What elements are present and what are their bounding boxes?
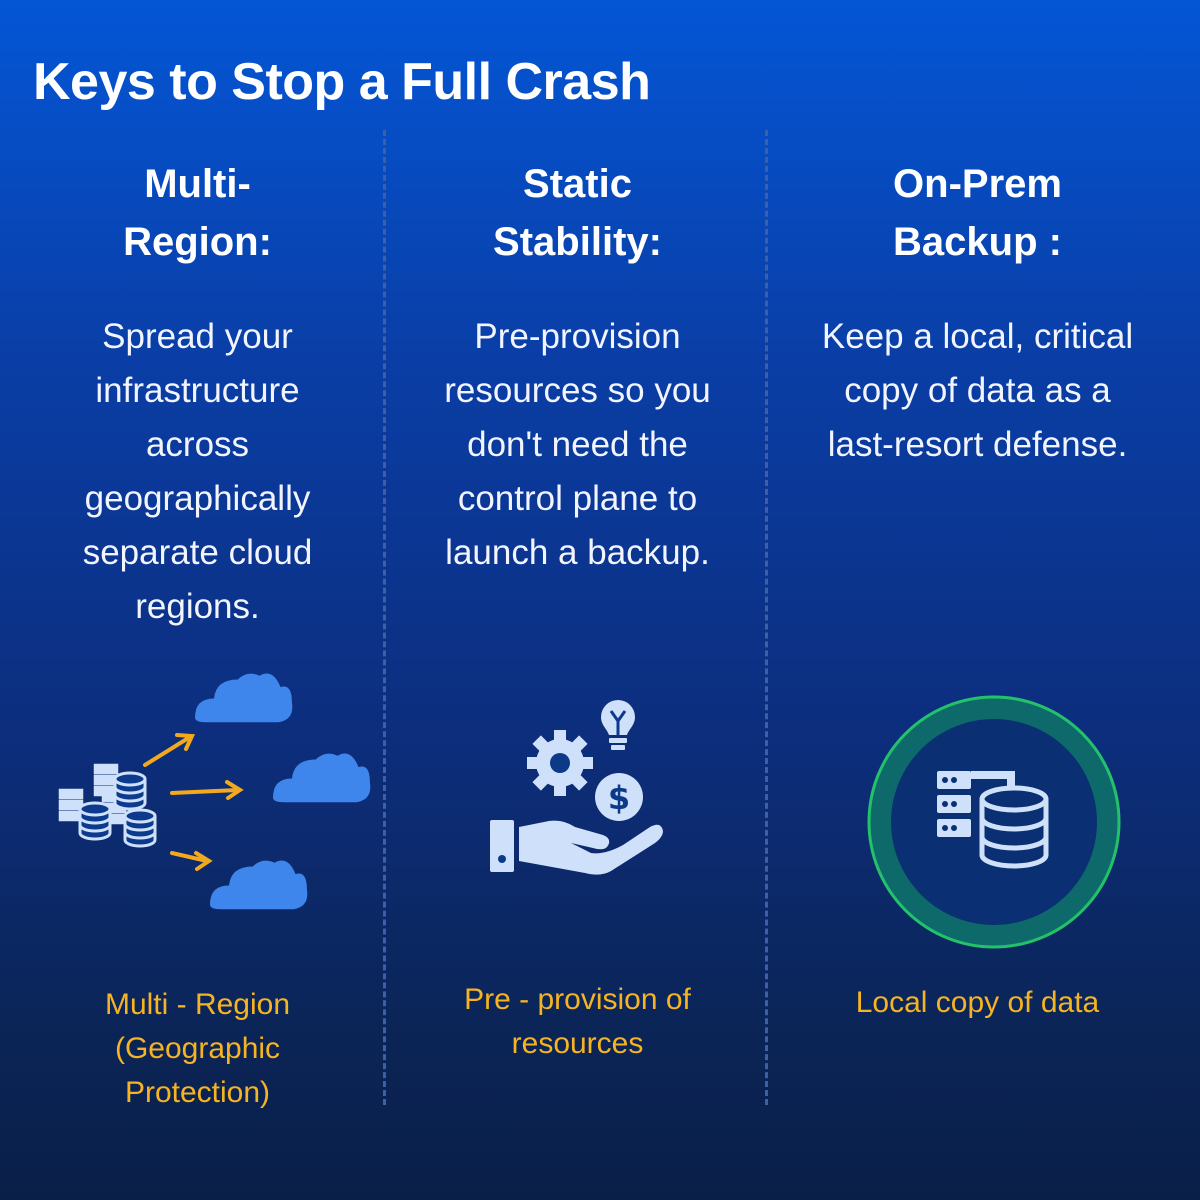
heading-line: On-Prem (893, 162, 1062, 206)
svg-text:$: $ (608, 779, 630, 817)
column-description: Keep a local, critical copy of data as a… (775, 310, 1180, 472)
column-heading: Static Stability: (390, 155, 765, 271)
heading-line: Stability: (493, 220, 662, 264)
column-on-prem-backup: On-Prem Backup : Keep a local, critical … (775, 155, 1180, 1115)
caption-line: resources (511, 1027, 644, 1060)
description-line: resources so you (444, 371, 711, 410)
heading-line: Static (523, 162, 632, 206)
heading-line: Backup : (893, 220, 1062, 264)
caption-line: Multi - Region (104, 988, 291, 1021)
caption-line: Local copy of data (855, 986, 1100, 1019)
caption-line: Protection) (124, 1076, 271, 1109)
column-description: Pre-provision resources so you don't nee… (390, 310, 765, 580)
column-caption: Pre - provision of resources (390, 978, 765, 1066)
description-line: across (145, 425, 250, 464)
column-divider (383, 130, 386, 1105)
description-line: control plane to (457, 479, 698, 518)
caption-line: Pre - provision of (464, 983, 691, 1016)
description-line: geographically (84, 479, 311, 518)
hand-gear-dollar-icon: $ (490, 700, 663, 875)
description-line: separate cloud (82, 533, 313, 572)
column-static-stability: Static Stability: Pre-provision resource… (390, 155, 765, 1115)
description-line: Keep a local, critical (821, 317, 1134, 356)
page-title: Keys to Stop a Full Crash (33, 53, 651, 111)
database-server-icon (867, 695, 1121, 949)
heading-line: Region: (123, 220, 272, 264)
column-caption: Multi - Region (Geographic Protection) (10, 983, 385, 1115)
description-line: regions. (135, 587, 260, 626)
column-caption: Local copy of data (775, 981, 1180, 1025)
column-description: Spread your infrastructure across geogra… (10, 310, 385, 634)
column-divider (765, 130, 768, 1105)
column-heading: On-Prem Backup : (775, 155, 1180, 271)
description-line: infrastructure (95, 371, 300, 410)
heading-line: Multi- (144, 162, 251, 206)
description-line: don't need the (467, 425, 688, 464)
column-multi-region: Multi- Region: Spread your infrastructur… (10, 155, 385, 1115)
column-heading: Multi- Region: (10, 155, 385, 271)
description-line: last-resort defense. (827, 425, 1128, 464)
servers-to-clouds-icon (58, 673, 371, 910)
description-line: copy of data as a (844, 371, 1111, 410)
caption-line: (Geographic (114, 1032, 281, 1065)
description-line: Pre-provision (474, 317, 681, 356)
description-line: launch a backup. (445, 533, 710, 572)
description-line: Spread your (102, 317, 293, 356)
